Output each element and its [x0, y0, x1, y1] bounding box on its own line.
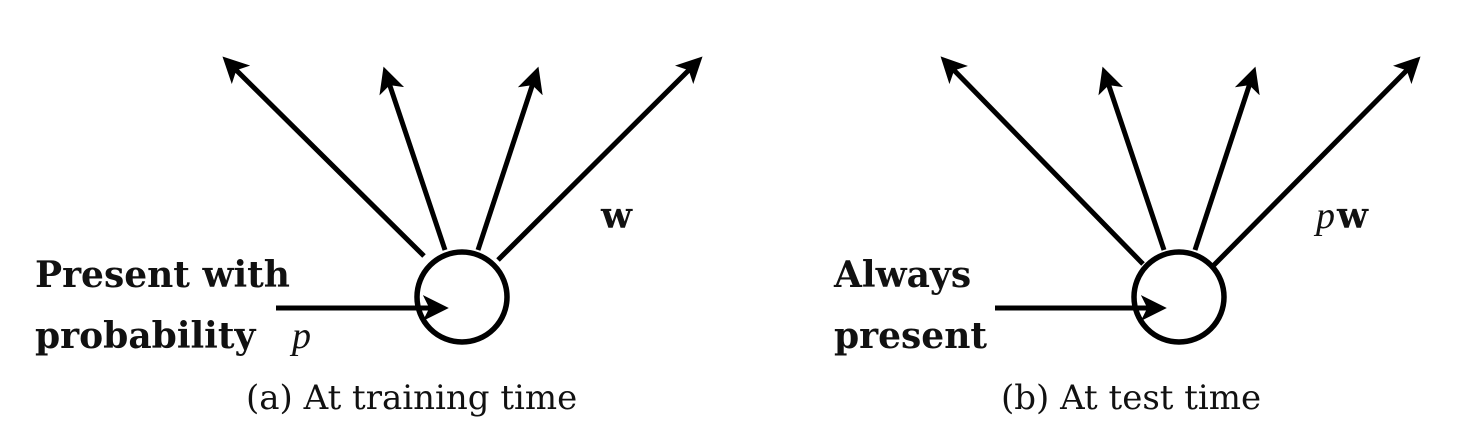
panel-test-time: p w Always present (b) At test time [833, 56, 1421, 418]
input-label-line2: present [834, 315, 987, 357]
output-arrow-1 [940, 56, 1145, 266]
output-arrow-3 [1192, 66, 1260, 251]
weight-label: w [600, 195, 633, 237]
output-arrow-2 [1098, 66, 1167, 251]
caption-a: (a) At training time [246, 378, 577, 418]
probability-variable: p [289, 315, 311, 357]
neuron-node [1131, 249, 1227, 345]
weight-coefficient: p [1313, 195, 1335, 237]
neuron-node [414, 249, 510, 345]
input-label-line2: probability [35, 315, 256, 357]
output-arrow-1 [222, 56, 426, 258]
weight-label: w [1336, 195, 1369, 237]
panel-training-time: w Present with probability p (a) At trai… [35, 56, 703, 418]
output-arrow-4 [1212, 56, 1421, 267]
input-label-line1: Always [833, 254, 971, 296]
output-arrow-3 [475, 66, 543, 251]
output-arrow-2 [379, 66, 448, 251]
output-arrow-4 [496, 56, 703, 262]
caption-b: (b) At test time [1001, 378, 1261, 418]
input-label-line1: Present with [35, 254, 290, 296]
